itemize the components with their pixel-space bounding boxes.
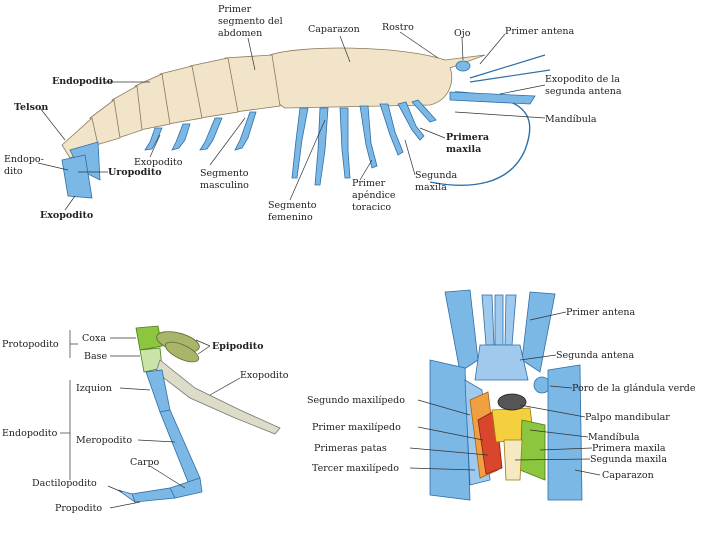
label-poro: Poro de la glándula verde [572, 383, 696, 394]
label-base: Base [84, 351, 108, 362]
label-exopodito-mid: Exopodito [134, 157, 183, 168]
leg-2 [314, 107, 329, 186]
label-primera-maxila: Primera [446, 132, 489, 143]
antenna-upper [469, 54, 546, 79]
leg-labels: Protopodito Coxa Base Epipodito Exopodit… [2, 333, 289, 514]
label-primer-segmento: Primer [218, 4, 252, 15]
leg-leaders [60, 330, 241, 509]
coxa [135, 325, 163, 351]
label-protopodito: Protopodito [2, 339, 59, 350]
antenna-upper-2 [469, 69, 551, 83]
shrimp-figure [61, 47, 551, 199]
label-palpo: Palpo mandibular [585, 412, 670, 423]
label-endopodito-left: Endopo- [4, 154, 44, 165]
left-second-antenna [444, 289, 479, 373]
leg-4 [359, 105, 378, 169]
svg-text:femenino: femenino [268, 212, 313, 223]
label-mandibula-head: Mandíbula [588, 432, 640, 443]
label-telson: Telson [14, 102, 48, 113]
label-tercer-maxilipedo: Tercer maxilípedo [312, 463, 399, 474]
head-leaders [409, 311, 601, 476]
antennule-1 [481, 294, 495, 346]
label-izquion: Izquion [76, 383, 112, 394]
label-carpo: Carpo [130, 457, 160, 468]
label-primer-apendice: Primer [352, 178, 386, 189]
svg-text:toracico: toracico [352, 202, 391, 213]
epistome [474, 344, 529, 381]
antennule-3 [504, 294, 517, 346]
propodito [131, 487, 176, 503]
svg-text:segunda antena: segunda antena [545, 86, 622, 97]
dactilopodito [117, 489, 136, 504]
label-propodito: Propodito [55, 503, 102, 514]
maxilliped [397, 101, 425, 141]
label-endopodito: Endopodito [52, 76, 113, 87]
meropodito [159, 409, 201, 483]
left-carapace [429, 359, 471, 501]
label-dactilopodito: Dactilopodito [32, 478, 97, 489]
label-mandibula: Mandíbula [545, 114, 597, 125]
uropod-exopodite [61, 154, 93, 199]
shrimp-labels: Primer segmento del abdomen Caparazon Ro… [4, 4, 622, 223]
label-endopodito-leg: Endopodito [2, 428, 58, 439]
label-primer-antena: Primer antena [505, 26, 575, 37]
label-segmento-masculino: Segmento [200, 168, 249, 179]
label-primer-maxilipedo: Primer maxilípedo [312, 422, 401, 433]
label-primera-maxila-head: Primera maxila [592, 443, 666, 454]
antennule-2 [494, 294, 504, 346]
label-segunda-maxila-head: Segunda maxila [590, 454, 667, 465]
label-primer-antena-head: Primer antena [566, 307, 636, 318]
pleopod-2 [199, 117, 223, 151]
head-figure [429, 289, 583, 501]
label-uropodito: Uropodito [108, 167, 162, 178]
right-carapace [547, 364, 583, 501]
svg-text:abdomen: abdomen [218, 28, 262, 39]
leg-figure [117, 325, 281, 504]
label-rostro: Rostro [382, 22, 414, 33]
label-segundo-maxilipedo: Segundo maxilípedo [307, 395, 405, 406]
pleopod-3 [171, 123, 191, 151]
thoracic-legs [291, 99, 437, 186]
label-caparazon: Caparazon [308, 24, 360, 35]
svg-text:apéndice: apéndice [352, 190, 396, 201]
svg-text:maxila: maxila [446, 144, 481, 155]
label-segunda-antena: Segunda antena [556, 350, 635, 361]
label-exopodito-leg: Exopodito [240, 370, 289, 381]
exopodite-leg [155, 359, 281, 435]
eye [455, 60, 471, 72]
pleopods [144, 111, 257, 151]
leg-5 [379, 103, 404, 156]
mandibular-palp [497, 393, 527, 411]
head-labels: Primer antena Segunda antena Poro de la … [307, 307, 696, 481]
label-coxa: Coxa [82, 333, 106, 344]
label-segmento-femenino: Segmento [268, 200, 317, 211]
label-epipodito: Epipodito [212, 341, 263, 352]
second-maxilla [503, 439, 523, 481]
maxilla [411, 99, 437, 123]
label-primeras-patas: Primeras patas [314, 443, 387, 454]
svg-text:maxila: maxila [415, 182, 447, 193]
epipodite-2 [165, 341, 199, 363]
svg-text:segmento del: segmento del [218, 16, 283, 27]
leg-3 [339, 107, 351, 179]
svg-text:dito: dito [4, 166, 23, 177]
label-ojo: Ojo [454, 28, 471, 39]
label-caparazon-head: Caparazon [602, 470, 654, 481]
carpo [169, 477, 203, 499]
shrimp-leaders [37, 31, 546, 211]
pleopod-1 [234, 111, 257, 151]
second-antenna-scale [449, 91, 536, 105]
svg-text:masculino: masculino [200, 180, 249, 191]
pleopod-4 [144, 127, 163, 151]
label-exopodito-bottom: Exopodito [40, 210, 93, 221]
leg-1 [291, 107, 309, 179]
label-segunda-maxila: Segunda [415, 170, 458, 181]
label-exopodito-antena: Exopodito de la [545, 74, 620, 85]
right-second-antenna [521, 291, 556, 373]
label-meropodito: Meropodito [76, 435, 132, 446]
